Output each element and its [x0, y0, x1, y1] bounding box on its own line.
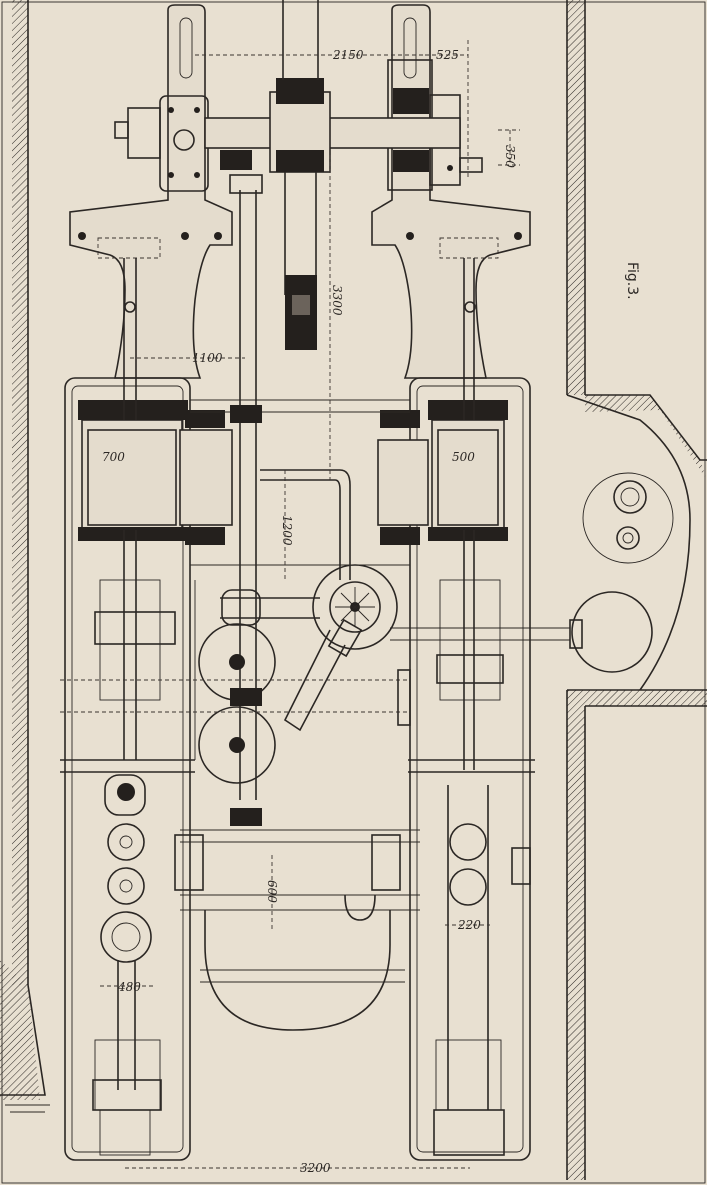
dim-crank-pin: 350 — [503, 145, 517, 168]
left-engine-frame — [60, 258, 195, 1161]
left-bearing-stand — [69, 4, 233, 379]
dim-right-pump: 220 — [457, 918, 481, 932]
dim-bearing-offset: 525 — [436, 48, 459, 62]
figure-caption: Fig.3. — [624, 262, 640, 300]
left-wall — [0, 0, 50, 1113]
round-tanks — [390, 472, 674, 673]
dimension-lines — [100, 40, 520, 1169]
crank-shaft — [204, 0, 461, 800]
right-engine-frame — [408, 258, 535, 1161]
right-wall — [566, 0, 707, 1180]
dim-left-pump: 480 — [117, 980, 141, 994]
dim-shaft-to-cylinder: 3300 — [330, 285, 344, 316]
dim-right-cylinder-bore: 500 — [452, 450, 475, 464]
dim-left-offset: 1100 — [192, 351, 223, 365]
dim-cylinder-spacing: 1200 — [280, 515, 294, 546]
dim-shaft-span: 2150 — [332, 48, 364, 62]
dim-left-cylinder-bore: 700 — [102, 450, 125, 464]
dim-lower-tank: 600 — [265, 880, 279, 903]
central-machinery — [60, 399, 429, 1031]
dim-frame-width: 3200 — [300, 1161, 331, 1175]
